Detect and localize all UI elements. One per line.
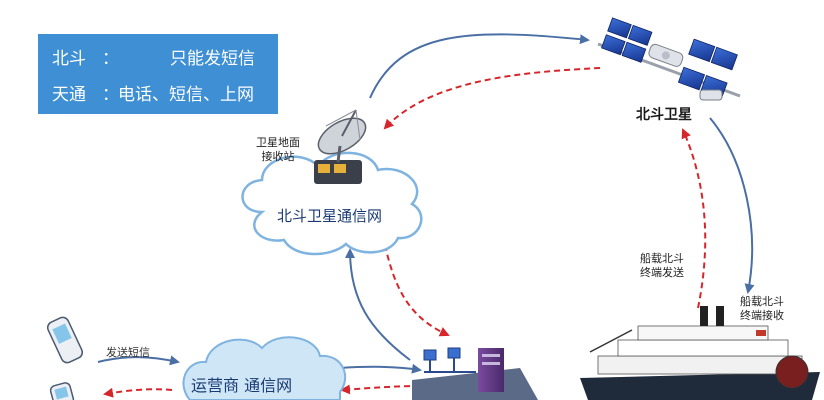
mobile-phone-icon [46, 316, 84, 400]
legend-box: 北斗：只能发短信 天通：电话、短信、上网 [38, 34, 278, 114]
arrow-ship-to-satellite [681, 128, 707, 309]
operator-network-cloud [182, 336, 347, 400]
satellite-label: 北斗卫星 [636, 107, 692, 123]
legend-separator: ： [102, 49, 119, 69]
ship-receive-label-line2: 终端接收 [740, 309, 784, 322]
ship-icon [580, 306, 820, 400]
ship-send-label-line2: 终端发送 [640, 266, 684, 279]
legend-value-tiantong: 电话、短信、上网 [118, 85, 254, 105]
arrow-operator-to-phone [103, 387, 173, 398]
arrow-network-to-satnet [345, 248, 411, 361]
arrow-phone-to-operator [97, 355, 180, 366]
legend-row-tiantong: 天通 ：电话、短信、上网 [52, 80, 254, 105]
arrow-network-to-operator [340, 384, 421, 395]
ground-station-label-line1: 卫星地面 [256, 136, 300, 149]
legend-key-beidou: 北斗 [52, 49, 86, 69]
satellite-network-label: 北斗卫星通信网 [277, 207, 383, 225]
arrow-satellite-to-ship [709, 117, 755, 294]
legend-value-beidou: 只能发短信 [170, 49, 255, 69]
ship-send-label: 船载北斗 终端发送 [640, 252, 684, 280]
arrow-station-to-satellite [369, 33, 590, 99]
ship-send-label-line1: 船载北斗 [640, 252, 684, 265]
ship-receive-label-line1: 船载北斗 [740, 295, 784, 308]
legend-row-beidou: 北斗 ： 只能发短信 [52, 44, 255, 69]
satellite-icon [597, 17, 741, 101]
arrow-operator-to-network [339, 363, 422, 374]
arrow-satellite-to-station [383, 67, 601, 130]
ground-station-label: 卫星地面 接收站 [256, 136, 300, 164]
operator-network-label: 运营商 通信网 [191, 376, 293, 395]
server-network-icon [412, 347, 538, 400]
legend-separator: ： [102, 85, 119, 105]
ship-receive-label: 船载北斗 终端接收 [740, 295, 784, 323]
ground-station-label-line2: 接收站 [261, 150, 295, 163]
satellite-network-cloud [241, 151, 423, 256]
legend-key-tiantong: 天通 [52, 85, 86, 105]
satellite-dish-icon [314, 109, 367, 184]
arrow-satnet-to-network [384, 244, 450, 337]
send-sms-label: 发送短信 [106, 346, 150, 359]
